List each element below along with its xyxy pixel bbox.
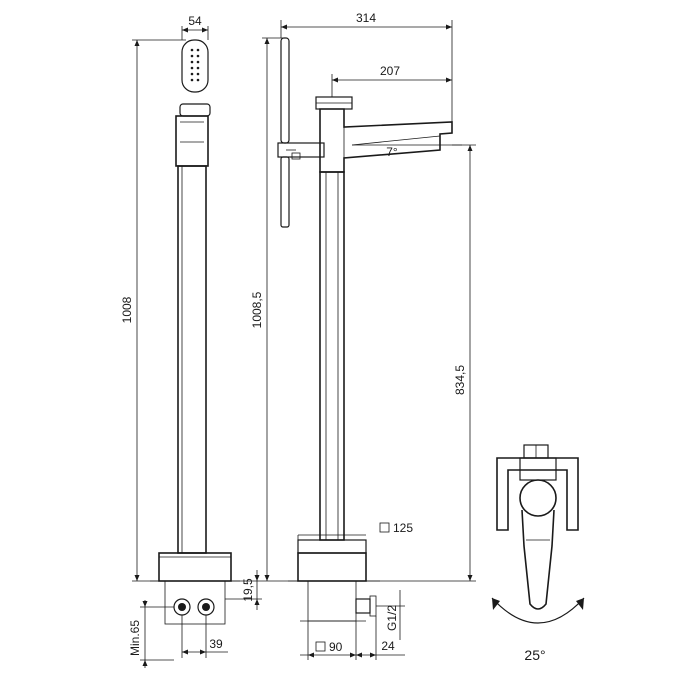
dim-side-spout-reach-label: 207 (380, 64, 400, 78)
side-hand-shower (280, 37, 290, 144)
dim-front-base-offset: 19,5 (225, 570, 262, 610)
dim-front-inlet-spacing-label: 39 (209, 637, 223, 651)
side-base (297, 552, 367, 582)
handle-detail-pivot (519, 479, 557, 517)
dim-side-inlet-thread: G1/2 (376, 590, 405, 640)
dim-side-base-square: 125 (297, 521, 413, 540)
dim-side-inlet-offset: 24 (356, 616, 405, 660)
dim-side-depth-label: 314 (356, 11, 376, 25)
dim-side-inlet-offset-label: 24 (381, 639, 395, 653)
side-column (319, 171, 345, 541)
dim-front-base-offset-label: 19,5 (241, 578, 255, 602)
front-hand-shower (181, 39, 209, 93)
dim-front-width: 54 (181, 14, 209, 40)
front-mixer-body (175, 115, 209, 167)
dim-side-floor-square-label: 90 (329, 640, 343, 654)
side-inlet-pipe (355, 598, 371, 614)
dim-front-inlet-spacing: 39 (181, 615, 228, 658)
front-view: 54 1008 19,5 Min.65 (120, 14, 262, 668)
handle-detail-rotation-arc (491, 597, 585, 624)
side-mixer-body (319, 108, 453, 173)
side-mount-box (307, 580, 357, 622)
dim-side-spout-reach: 207 (331, 64, 452, 97)
dim-side-base-square-label: 125 (393, 521, 413, 535)
side-view: 7° 314 207 (250, 11, 476, 660)
dim-front-width-label: 54 (188, 14, 202, 28)
handle-detail: 25° (491, 444, 585, 663)
dim-side-spout-height-label: 834,5 (453, 365, 467, 395)
front-shower-nozzles (190, 48, 200, 82)
handle-detail-lever (521, 509, 555, 610)
front-handle (179, 103, 211, 117)
dim-front-height-label: 1008 (120, 296, 134, 323)
dim-front-min-depth: Min.65 (128, 600, 174, 668)
front-mount-box (164, 580, 226, 625)
dim-side-spout-height: 834,5 (366, 144, 476, 582)
side-shower-holder (277, 142, 325, 158)
dim-front-height: 1008 (120, 39, 186, 582)
dim-side-height: 1008,5 (250, 37, 298, 582)
front-inlet-left (173, 598, 191, 616)
dim-side-height-label: 1008,5 (250, 291, 264, 328)
handle-detail-angle-label: 25° (524, 647, 545, 663)
front-inlet-right (197, 598, 215, 616)
dim-side-depth: 314 (280, 11, 453, 122)
side-base-collar (297, 539, 367, 554)
dim-side-floor-square: 90 (300, 621, 357, 660)
dim-front-min-depth-label: Min.65 (128, 620, 142, 656)
dim-side-inlet-thread-label: G1/2 (385, 605, 399, 631)
side-spout-angle-label: 7° (386, 145, 398, 159)
handle-detail-bracket (496, 457, 579, 531)
